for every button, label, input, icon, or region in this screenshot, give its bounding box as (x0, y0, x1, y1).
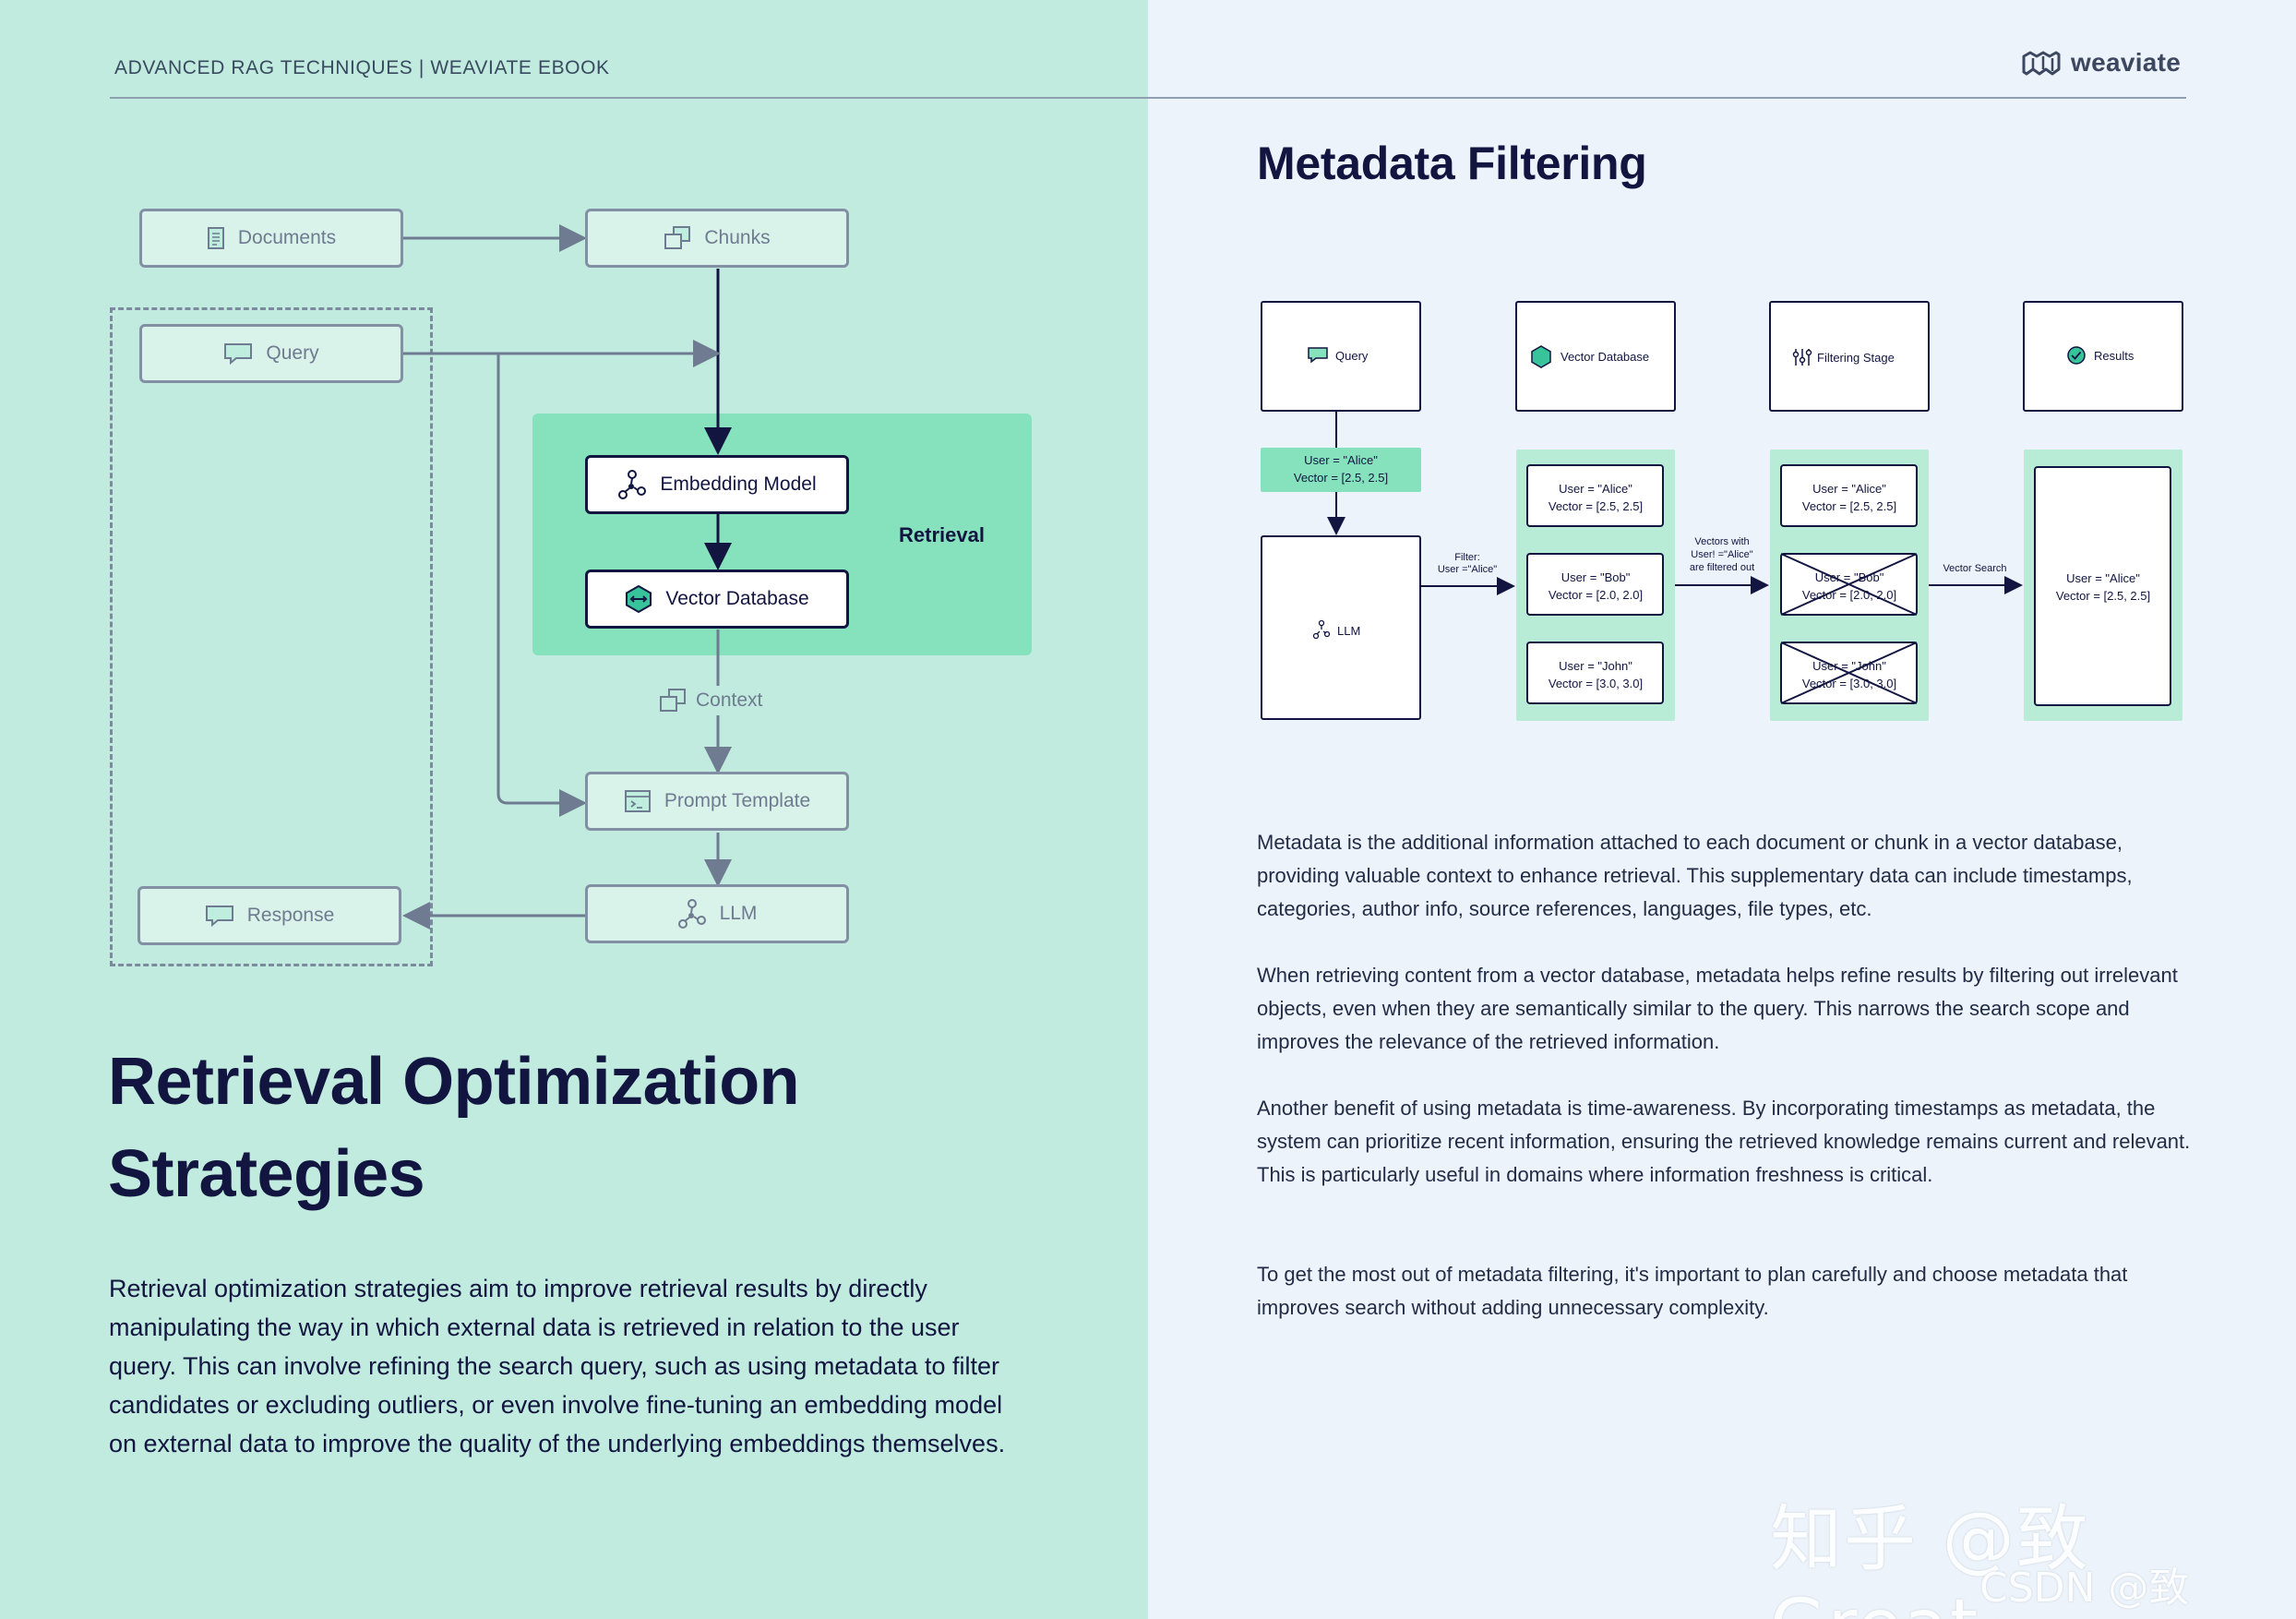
query-to-prompt-arrow (496, 354, 587, 817)
db-item-2: User = "Bob" Vector = [2.0, 2.0] (1526, 553, 1664, 616)
llm-node: LLM (585, 884, 849, 943)
rd-query-label: Query (1335, 349, 1369, 363)
body-paragraph-4: To get the most out of metadata filterin… (1257, 1263, 2128, 1319)
query-metadata-box (1261, 448, 1421, 492)
vector-database-node: Vector Database (585, 570, 849, 629)
query-user-text: User = "Alice" (1304, 453, 1378, 467)
svg-text:User = "Alice": User = "Alice" (1559, 482, 1632, 496)
result-item (2034, 466, 2171, 706)
rd-filtering-label: Filtering Stage (1817, 351, 1895, 365)
rd-vector-db-label: Vector Database (1561, 350, 1649, 364)
chunks-icon (664, 226, 691, 249)
chat-bubble-icon (205, 905, 233, 927)
chat-bubble-icon (1308, 347, 1328, 364)
right-page (1148, 0, 2296, 1619)
document-icon (207, 227, 224, 249)
title-line-1: Retrieval Optimization (108, 1045, 800, 1119)
header-label: ADVANCED RAG TECHNIQUES | WEAVIATE EBOOK (114, 57, 610, 78)
rd-llm-label: LLM (1337, 624, 1360, 638)
vectors-label-2: User! ="Alice" (1691, 549, 1753, 560)
query-label: Query (266, 342, 319, 364)
page-title: Retrieval Optimization Strategies (108, 1036, 800, 1220)
context-icon (660, 689, 686, 712)
context-text: Context (696, 690, 763, 711)
svg-text:Vector = [3.0, 3.0]: Vector = [3.0, 3.0] (1802, 677, 1896, 690)
svg-text:Vector = [3.0, 3.0]: Vector = [3.0, 3.0] (1549, 677, 1643, 690)
svg-text:User = "Alice": User = "Alice" (1812, 482, 1886, 496)
cross-out-icon (1780, 642, 1918, 704)
body-paragraph-2: When retrieving content from a vector da… (1257, 964, 2178, 1053)
zhihu-watermark: 知乎 @致Great (1770, 1498, 2090, 1619)
vector-search-label: Vector Search (1943, 563, 2006, 574)
intro-paragraph: Retrieval optimization strategies aim to… (109, 1275, 1006, 1457)
svg-text:User = "Bob": User = "Bob" (1815, 570, 1884, 584)
response-label: Response (246, 905, 335, 926)
query-header-box: Query (1261, 301, 1421, 412)
rd-results-label: Results (2094, 349, 2135, 363)
filter-label-1: Filter: (1454, 552, 1480, 563)
weaviate-logo-icon (2022, 51, 2061, 76)
vector-database-label: Vector Database (665, 588, 809, 609)
metadata-filtering-diagram: Query Vector Database Filtering Stage Re… (1261, 301, 2183, 721)
svg-text:User = "Bob": User = "Bob" (1561, 570, 1631, 584)
header-divider (110, 97, 2186, 99)
db-item-3: User = "John" Vector = [3.0, 3.0] (1526, 642, 1664, 704)
title-line-2: Strategies (108, 1137, 425, 1211)
left-diagram-connectors (402, 224, 732, 929)
check-circle-icon (2067, 346, 2086, 365)
query-vector-text: Vector = [2.5, 2.5] (1294, 471, 1388, 485)
llm-icon (1312, 619, 1331, 640)
results-header-box: Results (2023, 301, 2183, 412)
svg-text:User = "John": User = "John" (1812, 659, 1886, 673)
user-io-boundary (110, 307, 433, 966)
filtering-header-box: Filtering Stage (1769, 301, 1930, 412)
vector-database-icon (626, 584, 652, 614)
result-user-text: User = "Alice" (2066, 571, 2140, 585)
embedding-model-icon (618, 470, 647, 499)
svg-text:Vector = [2.5, 2.5]: Vector = [2.5, 2.5] (1549, 499, 1643, 513)
logo-text: weaviate (2071, 48, 2182, 77)
embedding-model-label: Embedding Model (660, 474, 817, 495)
svg-text:User = "John": User = "John" (1559, 659, 1632, 673)
query-node: Query (139, 324, 403, 383)
db-item-1: User = "Alice" Vector = [2.5, 2.5] (1526, 464, 1664, 527)
rd-llm-box (1261, 535, 1421, 720)
svg-text:Vector = [2.0, 2.0]: Vector = [2.0, 2.0] (1802, 588, 1896, 602)
csdn-watermark: CSDN @致Great (1979, 1565, 2190, 1619)
response-node: Response (138, 886, 401, 945)
chunks-label: Chunks (704, 227, 771, 248)
llm-label: LLM (719, 903, 758, 924)
section-title: Metadata Filtering (1257, 138, 1647, 189)
sliders-icon (1792, 349, 1812, 366)
prompt-template-node: Prompt Template (585, 772, 849, 831)
filter-item-3-excluded: User = "John" Vector = [3.0, 3.0] (1780, 642, 1918, 704)
filter-item-1: User = "Alice" Vector = [2.5, 2.5] (1780, 464, 1918, 527)
vectors-label-1: Vectors with (1694, 536, 1749, 547)
filter-item-2-excluded: User = "Bob" Vector = [2.0, 2.0] (1780, 553, 1918, 616)
svg-text:Vector = [2.5, 2.5]: Vector = [2.5, 2.5] (1802, 499, 1896, 513)
body-paragraph-1: Metadata is the additional information a… (1257, 831, 2133, 920)
llm-icon (677, 899, 706, 929)
body-paragraph-3: Another benefit of using metadata is tim… (1257, 1097, 2191, 1186)
vector-database-icon (1531, 345, 1551, 368)
cross-out-icon (1780, 553, 1918, 616)
weaviate-logo: weaviate (2021, 48, 2181, 78)
chat-bubble-icon (224, 343, 253, 365)
terminal-icon (624, 790, 651, 812)
documents-node: Documents (139, 209, 403, 268)
prompt-template-label: Prompt Template (664, 790, 811, 811)
result-vector-text: Vector = [2.5, 2.5] (2056, 589, 2150, 603)
chunks-node: Chunks (585, 209, 849, 268)
retrieval-label: Retrieval (899, 523, 985, 546)
embedding-model-node: Embedding Model (585, 455, 849, 514)
svg-text:Vector = [2.0, 2.0]: Vector = [2.0, 2.0] (1549, 588, 1643, 602)
documents-label: Documents (237, 227, 337, 248)
vector-db-header-box: Vector Database (1515, 301, 1676, 412)
vectors-label-3: are filtered out (1690, 562, 1754, 573)
filter-label-2: User ="Alice" (1438, 564, 1497, 575)
context-label: Context (657, 686, 765, 715)
